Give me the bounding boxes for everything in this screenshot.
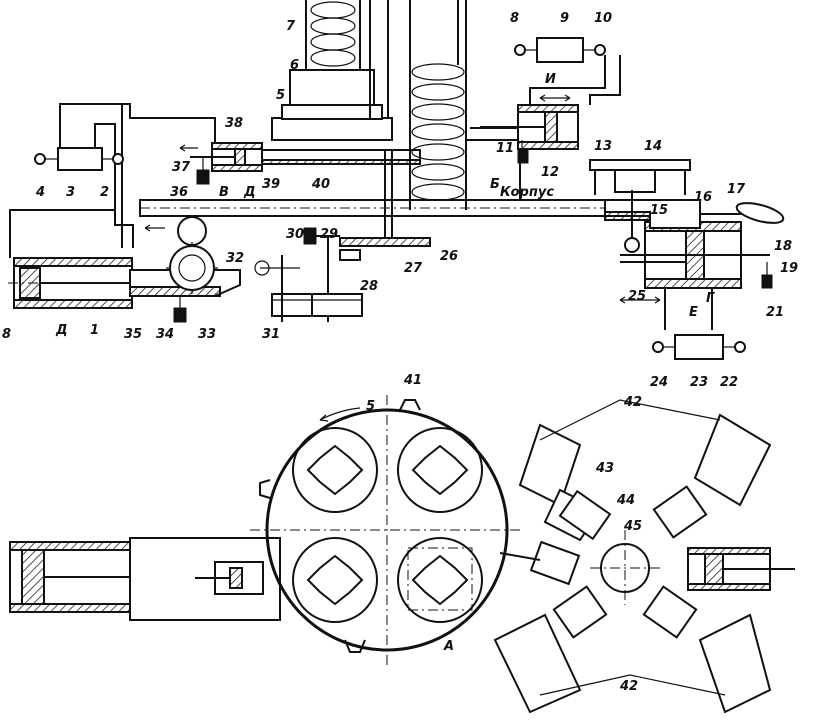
label-25: 25: [628, 289, 646, 304]
limit-switch-36: [196, 169, 210, 185]
limit-switch-34: [173, 307, 187, 323]
label-7: 7: [286, 19, 296, 34]
label-10: 10: [594, 11, 612, 26]
cylinder-plan-right: [529, 540, 581, 586]
label-41: 41: [403, 373, 422, 388]
label-27: 27: [404, 261, 423, 276]
label-22: 22: [720, 375, 738, 390]
gear-31b: [311, 293, 363, 317]
label-8b: 8: [2, 327, 11, 342]
label-D-bottom: Д: [55, 323, 68, 338]
bar-14: [589, 159, 691, 171]
label-11: 11: [496, 141, 514, 156]
label-12: 12: [541, 165, 559, 180]
label-24: 24: [650, 375, 668, 390]
label-A: А: [443, 639, 454, 654]
label-4: 4: [35, 185, 45, 200]
label-plan-5: 5: [366, 399, 375, 414]
head-lower-left: [493, 585, 608, 714]
label-32: 32: [226, 251, 244, 266]
label-29: 29: [320, 227, 338, 242]
label-44: 44: [616, 493, 635, 508]
label-V: В: [219, 185, 229, 200]
label-D-top: Д: [243, 185, 256, 200]
hydraulic-line-top: [59, 103, 216, 152]
limit-switch-21: [761, 274, 773, 289]
label-28: 28: [360, 279, 378, 294]
workpiece-18: [735, 202, 785, 224]
limit-switch-12: [517, 149, 529, 164]
fixture-A-highlight: [407, 547, 473, 611]
label-8: 8: [510, 11, 519, 26]
label-15: 15: [650, 203, 668, 218]
label-21: 21: [766, 305, 784, 320]
magazine-26: [409, 0, 467, 210]
part-6: [289, 69, 375, 106]
label-31: 31: [262, 327, 280, 342]
valve-23: [674, 334, 724, 360]
hydraulic-line-4: [9, 209, 115, 258]
label-36: 36: [170, 185, 188, 200]
label-45: 45: [623, 519, 642, 534]
head-lower-right: [642, 585, 772, 714]
label-korpus: Корпус: [500, 185, 554, 200]
labels: 7 6 5 8 9 10 И 13 11 12 Корпус Б 14 15 1…: [2, 11, 798, 694]
label-14: 14: [644, 139, 662, 154]
label-G: Г: [706, 291, 715, 306]
link-28: [339, 249, 361, 261]
sensor-30: [303, 227, 317, 245]
gear-31a: [271, 293, 313, 317]
turret-5: [271, 117, 393, 141]
label-26: 26: [440, 249, 458, 264]
label-39: 39: [262, 177, 280, 192]
label-E: Е: [689, 305, 698, 320]
label-5: 5: [276, 88, 285, 103]
label-3: 3: [66, 185, 75, 200]
label-37: 37: [172, 160, 191, 175]
label-34: 34: [156, 327, 174, 342]
label-18: 18: [774, 239, 792, 254]
label-30: 30: [286, 227, 304, 242]
label-B: Б: [490, 177, 500, 192]
elevation-view: [8, 0, 785, 360]
plan-view: [9, 395, 795, 714]
label-38: 38: [225, 116, 243, 131]
label-13: 13: [594, 139, 612, 154]
solenoid-2: [112, 153, 124, 165]
magazine-7: [305, 0, 361, 70]
label-43: 43: [595, 461, 614, 476]
roller-14: [614, 169, 656, 193]
label-17: 17: [727, 182, 746, 197]
label-6: 6: [290, 58, 299, 73]
label-16: 16: [694, 190, 712, 205]
label-35: 35: [124, 327, 142, 342]
gear-32: [169, 245, 215, 291]
fixture-group: [292, 427, 483, 623]
label-23: 23: [690, 375, 708, 390]
solenoid-4: [34, 153, 46, 165]
hydraulic-line-2: [94, 123, 134, 248]
label-9: 9: [560, 11, 569, 26]
label-42-top: 42: [623, 395, 642, 410]
label-19: 19: [780, 261, 798, 276]
label-1: 1: [90, 323, 99, 338]
valve-3: [57, 147, 103, 171]
label-42-bottom: 42: [619, 679, 638, 694]
head-upper-left: [518, 423, 612, 542]
label-2: 2: [100, 185, 109, 200]
label-33: 33: [198, 327, 216, 342]
label-I: И: [545, 72, 556, 87]
label-40: 40: [311, 177, 330, 192]
gear-top: [177, 216, 207, 246]
valve-9: [536, 37, 584, 63]
head-upper-right: [652, 413, 772, 539]
